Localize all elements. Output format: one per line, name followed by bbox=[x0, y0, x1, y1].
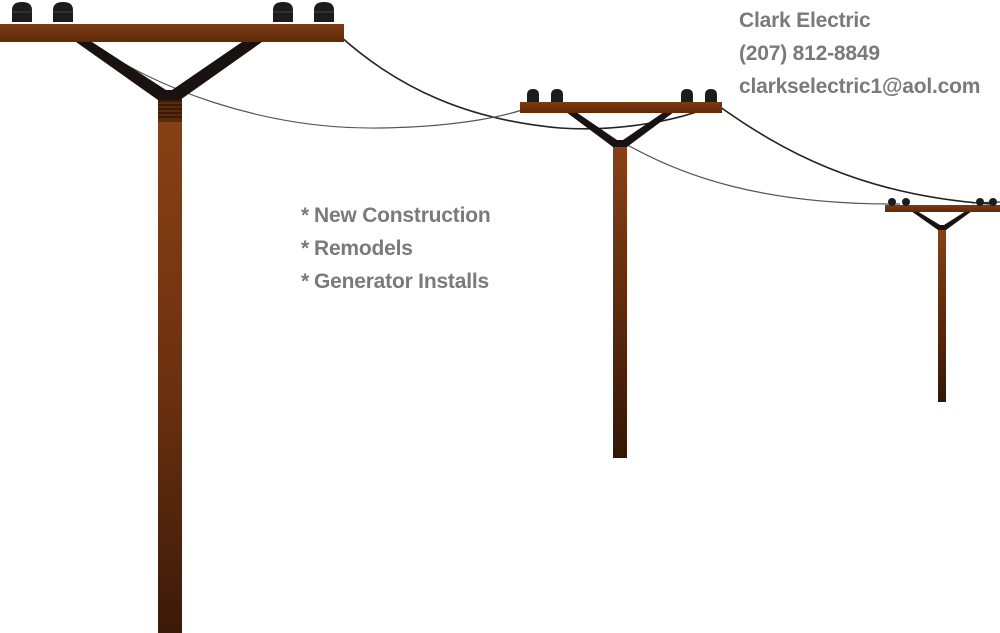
pole-shaft bbox=[158, 98, 182, 633]
wire-low-2 bbox=[623, 142, 901, 205]
pole-brace bbox=[911, 211, 972, 230]
service-label: Remodels bbox=[313, 237, 413, 260]
service-label: Generator Installs bbox=[313, 270, 489, 293]
utility-pole-medium bbox=[520, 89, 722, 458]
company-name: Clark Electric bbox=[739, 9, 871, 32]
service-item: *New Construction bbox=[301, 199, 491, 232]
insulators bbox=[527, 89, 717, 102]
phone-number: (207) 812-8849 bbox=[739, 42, 880, 65]
bullet-asterisk: * bbox=[301, 237, 309, 260]
service-item: *Remodels bbox=[301, 232, 490, 265]
email-address: clarkselectric1@aol.com bbox=[739, 75, 981, 98]
services-list: *New Construction *Remodels *Generator I… bbox=[301, 199, 491, 298]
bullet-asterisk: * bbox=[301, 204, 309, 227]
crossarm bbox=[520, 102, 722, 113]
bullet-asterisk: * bbox=[301, 270, 309, 293]
wire-low-1 bbox=[94, 44, 529, 129]
wire-top-1 bbox=[339, 35, 713, 130]
service-item: *Generator Installs bbox=[301, 265, 490, 298]
power-lines bbox=[94, 35, 1000, 205]
pole-brace bbox=[566, 112, 674, 147]
crossarm bbox=[885, 205, 1000, 212]
service-label: New Construction bbox=[313, 204, 491, 227]
crossarm bbox=[0, 24, 344, 42]
pole-shaft bbox=[613, 142, 627, 458]
insulators bbox=[888, 198, 997, 206]
wire-top-2 bbox=[715, 103, 991, 205]
pole-brace bbox=[76, 42, 262, 100]
utility-pole-small bbox=[885, 198, 1000, 402]
contact-info: Clark Electric (207) 812-8849 clarkselec… bbox=[739, 4, 980, 103]
pole-shaft bbox=[938, 226, 946, 402]
utility-pole-large bbox=[0, 2, 344, 633]
